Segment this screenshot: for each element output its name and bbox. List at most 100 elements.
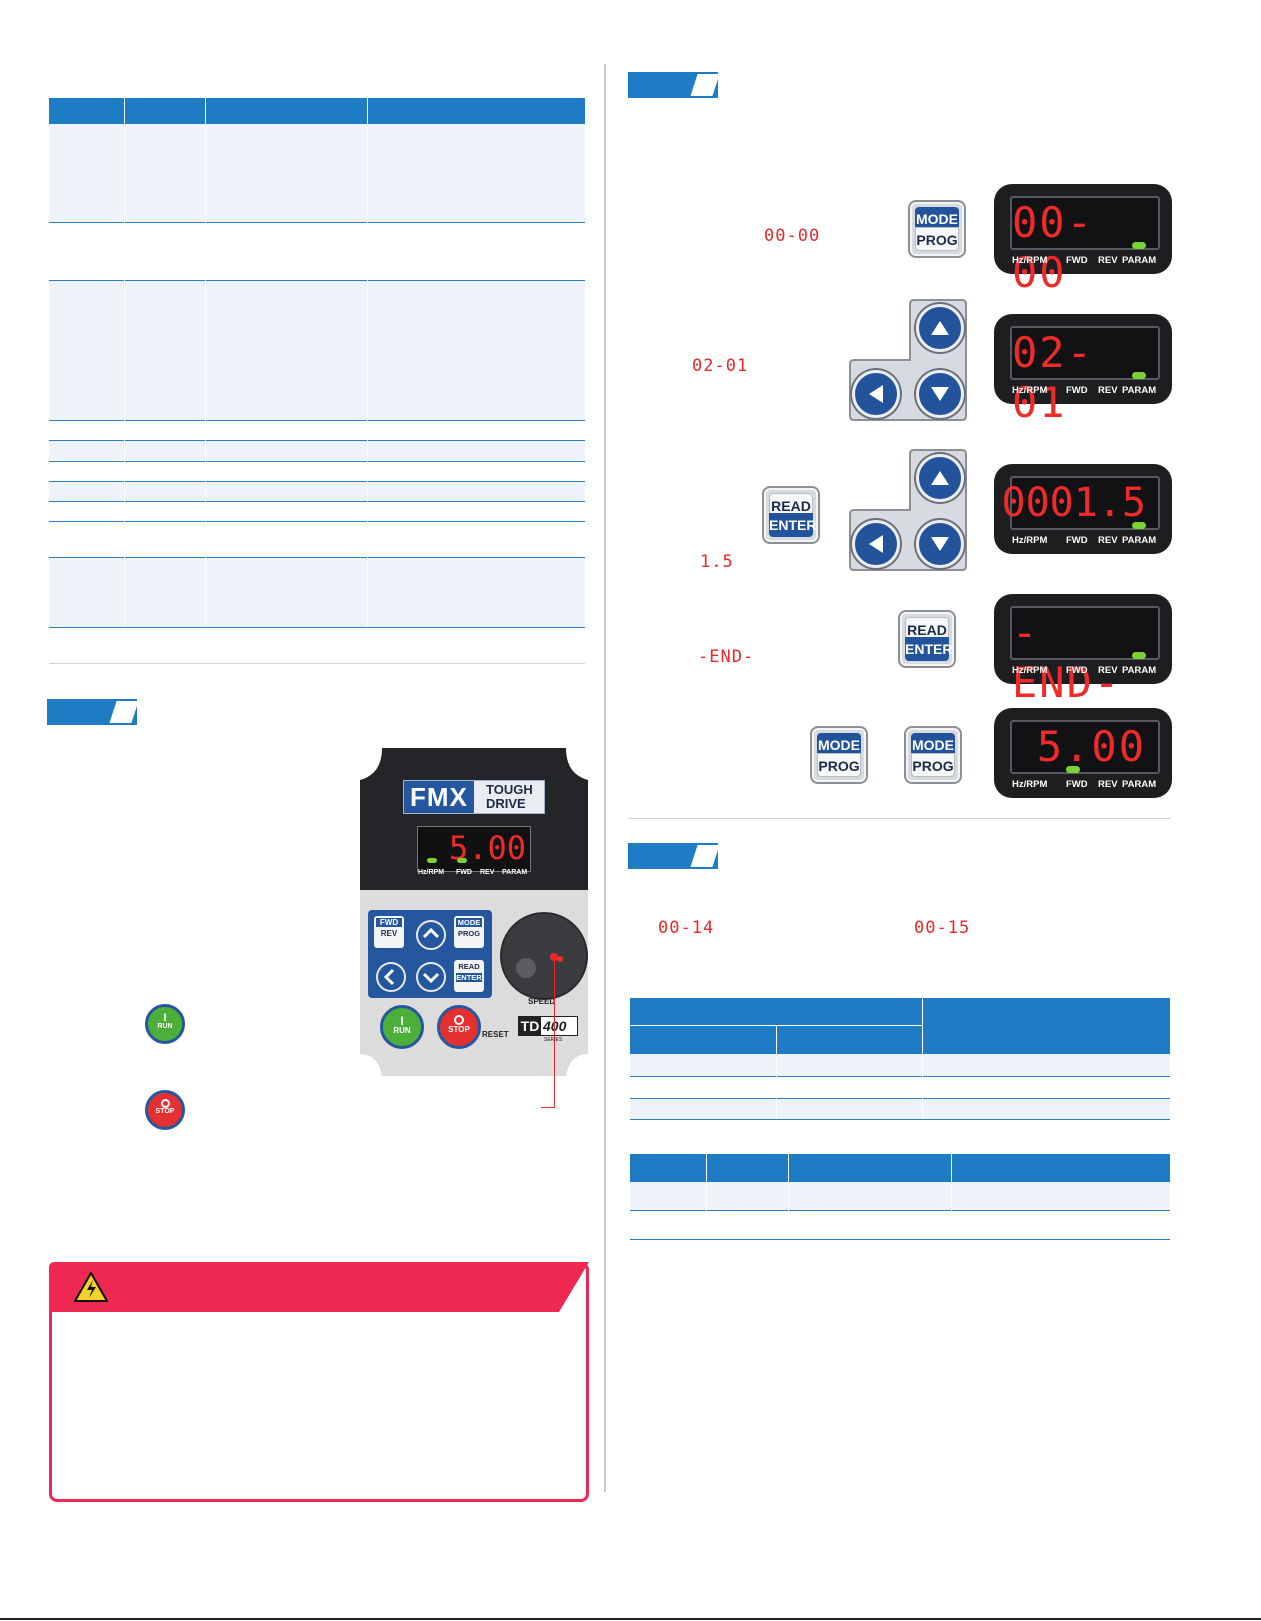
series-label: SERIES	[544, 1037, 562, 1043]
col-rule	[776, 1054, 777, 1119]
down-button[interactable]	[916, 370, 964, 418]
up-arrow-icon	[931, 471, 949, 485]
table-row	[630, 1182, 1170, 1210]
param-led	[1132, 372, 1146, 379]
hz-led	[427, 858, 437, 863]
row-divider	[630, 1098, 1170, 1099]
table-row	[630, 1099, 1170, 1119]
left-button[interactable]	[852, 520, 900, 568]
reading-02-01: 02-01	[692, 356, 749, 376]
row-divider	[49, 557, 585, 558]
reset-label: RESET	[482, 1030, 509, 1039]
header-col-rule	[922, 998, 923, 1054]
row-divider	[49, 440, 585, 441]
down-key[interactable]	[416, 962, 446, 992]
left-button[interactable]	[852, 370, 900, 418]
reading-00-14: 00-14	[658, 918, 715, 938]
row-divider	[49, 461, 585, 462]
lcd-digits: 5.00	[1036, 722, 1146, 771]
row-divider	[49, 521, 585, 522]
up-button[interactable]	[916, 454, 964, 502]
reading-end: -END-	[698, 647, 755, 667]
arrow-pad	[846, 446, 970, 574]
arrow-pad	[846, 296, 970, 424]
callout-dot	[550, 953, 558, 961]
down-button[interactable]	[916, 520, 964, 568]
left-key[interactable]	[376, 962, 406, 992]
header-col-rule	[951, 1154, 952, 1182]
table-row	[49, 558, 585, 627]
left-arrow-icon	[869, 385, 883, 403]
column-divider	[604, 64, 606, 1492]
callout-line	[541, 1107, 555, 1108]
up-button[interactable]	[916, 304, 964, 352]
stop-icon: STOP	[145, 1090, 185, 1130]
row-divider	[49, 627, 585, 628]
up-arrow-icon	[422, 927, 440, 939]
col-divider	[367, 98, 368, 124]
right-table-2-header	[630, 1154, 1170, 1182]
callout-line	[554, 957, 555, 1107]
section-tag	[628, 72, 720, 98]
reading-1-5: 1.5	[700, 552, 734, 572]
up-key[interactable]	[416, 920, 446, 950]
col-rule	[922, 1054, 923, 1119]
table-row	[49, 124, 585, 222]
row-divider	[49, 481, 585, 482]
param-led	[1132, 242, 1146, 249]
fwd-led	[1066, 766, 1080, 773]
table-row	[49, 482, 585, 501]
col-rule	[367, 124, 368, 627]
up-arrow-icon	[931, 321, 949, 335]
down-arrow-icon	[931, 387, 949, 401]
reading-00-15: 00-15	[914, 918, 971, 938]
section-divider	[49, 663, 585, 664]
down-arrow-icon	[931, 537, 949, 551]
brand-sub1: TOUGH	[486, 782, 533, 797]
brand-sub2: DRIVE	[486, 796, 526, 811]
left-arrow-icon	[383, 968, 395, 986]
row-divider	[49, 501, 585, 502]
left-arrow-icon	[869, 535, 883, 553]
header-col-rule	[706, 1154, 707, 1182]
col-rule	[788, 1182, 789, 1239]
right-table-header	[630, 998, 1170, 1054]
section-divider	[628, 818, 1170, 819]
param-led	[1132, 522, 1146, 529]
table-row	[630, 1054, 1170, 1076]
lcd-digits: -END-	[1012, 608, 1122, 707]
brand-text: FMX	[410, 782, 468, 812]
left-table-header	[49, 98, 585, 124]
header-col-rule	[788, 1154, 789, 1182]
row-divider	[49, 222, 585, 223]
col-divider	[205, 98, 206, 124]
table-row	[49, 281, 585, 420]
speed-knob[interactable]	[500, 912, 588, 1000]
drive-display: 5.00	[417, 826, 531, 872]
row-divider	[630, 1239, 1170, 1240]
brand-logo: FMX TOUGH DRIVE	[403, 780, 545, 814]
lcd-digits: 02-01	[1012, 328, 1094, 427]
row-divider	[49, 280, 585, 281]
table-row	[49, 441, 585, 460]
stop-key[interactable]: STOP	[437, 1005, 481, 1049]
col-rule	[205, 124, 206, 627]
speed-label: SPEED	[528, 997, 556, 1006]
lcd-digits: 0001.5	[1001, 480, 1147, 526]
section-tag	[628, 843, 720, 869]
